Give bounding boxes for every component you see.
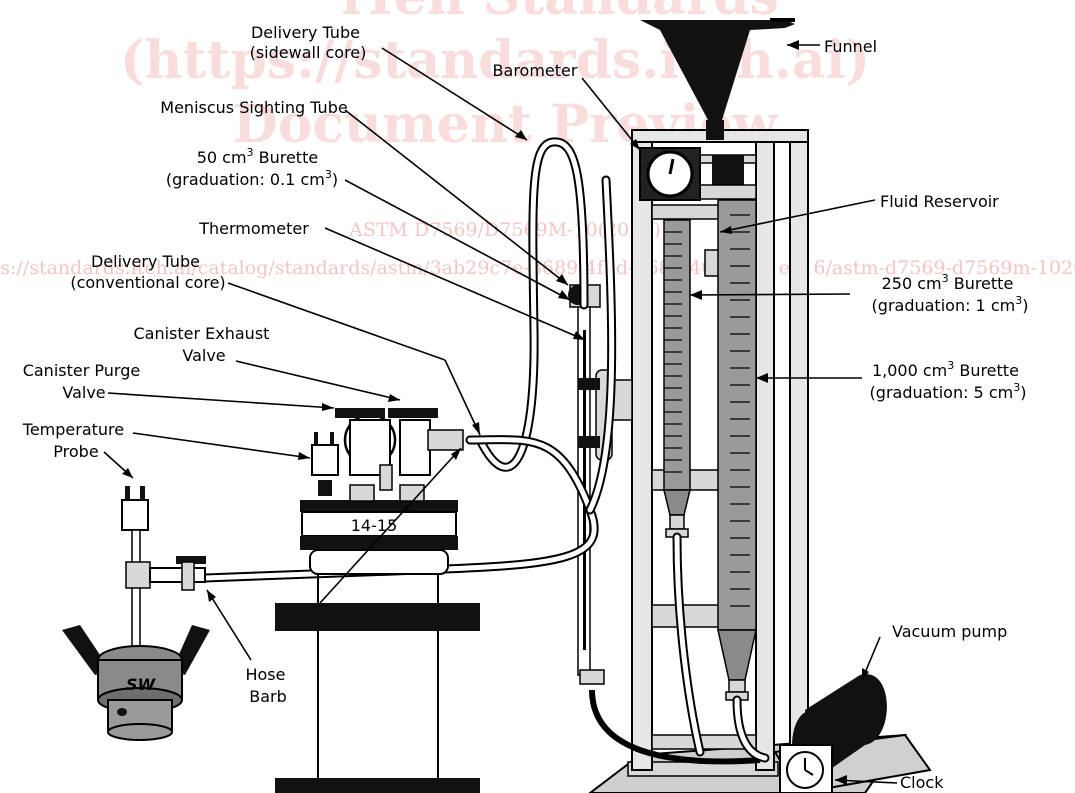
label-barometer: Barometer — [493, 61, 578, 80]
canister-valves — [311, 408, 464, 502]
watermark-line-3: Document Preview — [233, 94, 779, 155]
label-canister-purge-valve: Canister Purge Valve — [23, 361, 146, 402]
label-delivery-tube-sidewall: Delivery Tube (sidewall core) — [250, 23, 367, 62]
burette-stand-frame — [604, 129, 809, 771]
barometer — [639, 147, 701, 201]
watermark-line-4: ASTM D7569/D7569M-10(2015) — [348, 219, 661, 241]
burette-1000 — [717, 199, 757, 701]
label-thermometer: Thermometer — [198, 219, 309, 238]
diagram-labels: Delivery Tube (sidewall core) Meniscus S… — [22, 23, 1029, 792]
sample-canister: 14-15 — [300, 500, 458, 575]
probe-logo: SW — [126, 675, 157, 694]
label-hose-barb: Hose Barb — [245, 665, 290, 706]
burette-250 — [663, 219, 691, 538]
label-vacuum-pump: Vacuum pump — [892, 622, 1007, 641]
table-stand — [275, 575, 480, 793]
label-temperature-probe: Temperature Probe — [22, 420, 129, 461]
label-burette-1000: 1,000 cm3 Burette (graduation: 5 cm3) — [870, 359, 1027, 402]
label-fluid-reservoir: Fluid Reservoir — [880, 192, 999, 211]
leader-lines — [103, 44, 898, 784]
clock — [779, 744, 833, 793]
label-meniscus-sighting-tube: Meniscus Sighting Tube — [160, 98, 347, 117]
delivery-tubes — [200, 137, 770, 765]
label-delivery-tube-conventional: Delivery Tube (conventional core) — [70, 252, 225, 292]
temperature-probe — [121, 486, 206, 651]
label-funnel: Funnel — [824, 37, 877, 56]
label-burette-250: 250 cm3 Burette (graduation: 1 cm3) — [872, 272, 1029, 315]
funnel[interactable] — [640, 18, 795, 140]
label-canister-exhaust-valve: Canister Exhaust Valve — [133, 324, 274, 365]
arrowheads — [122, 40, 869, 785]
probe-housing: SW — [62, 625, 210, 741]
label-clock: Clock — [900, 773, 944, 792]
label-burette-50: 50 cm3 Burette (graduation: 0.1 cm3) — [166, 146, 338, 189]
